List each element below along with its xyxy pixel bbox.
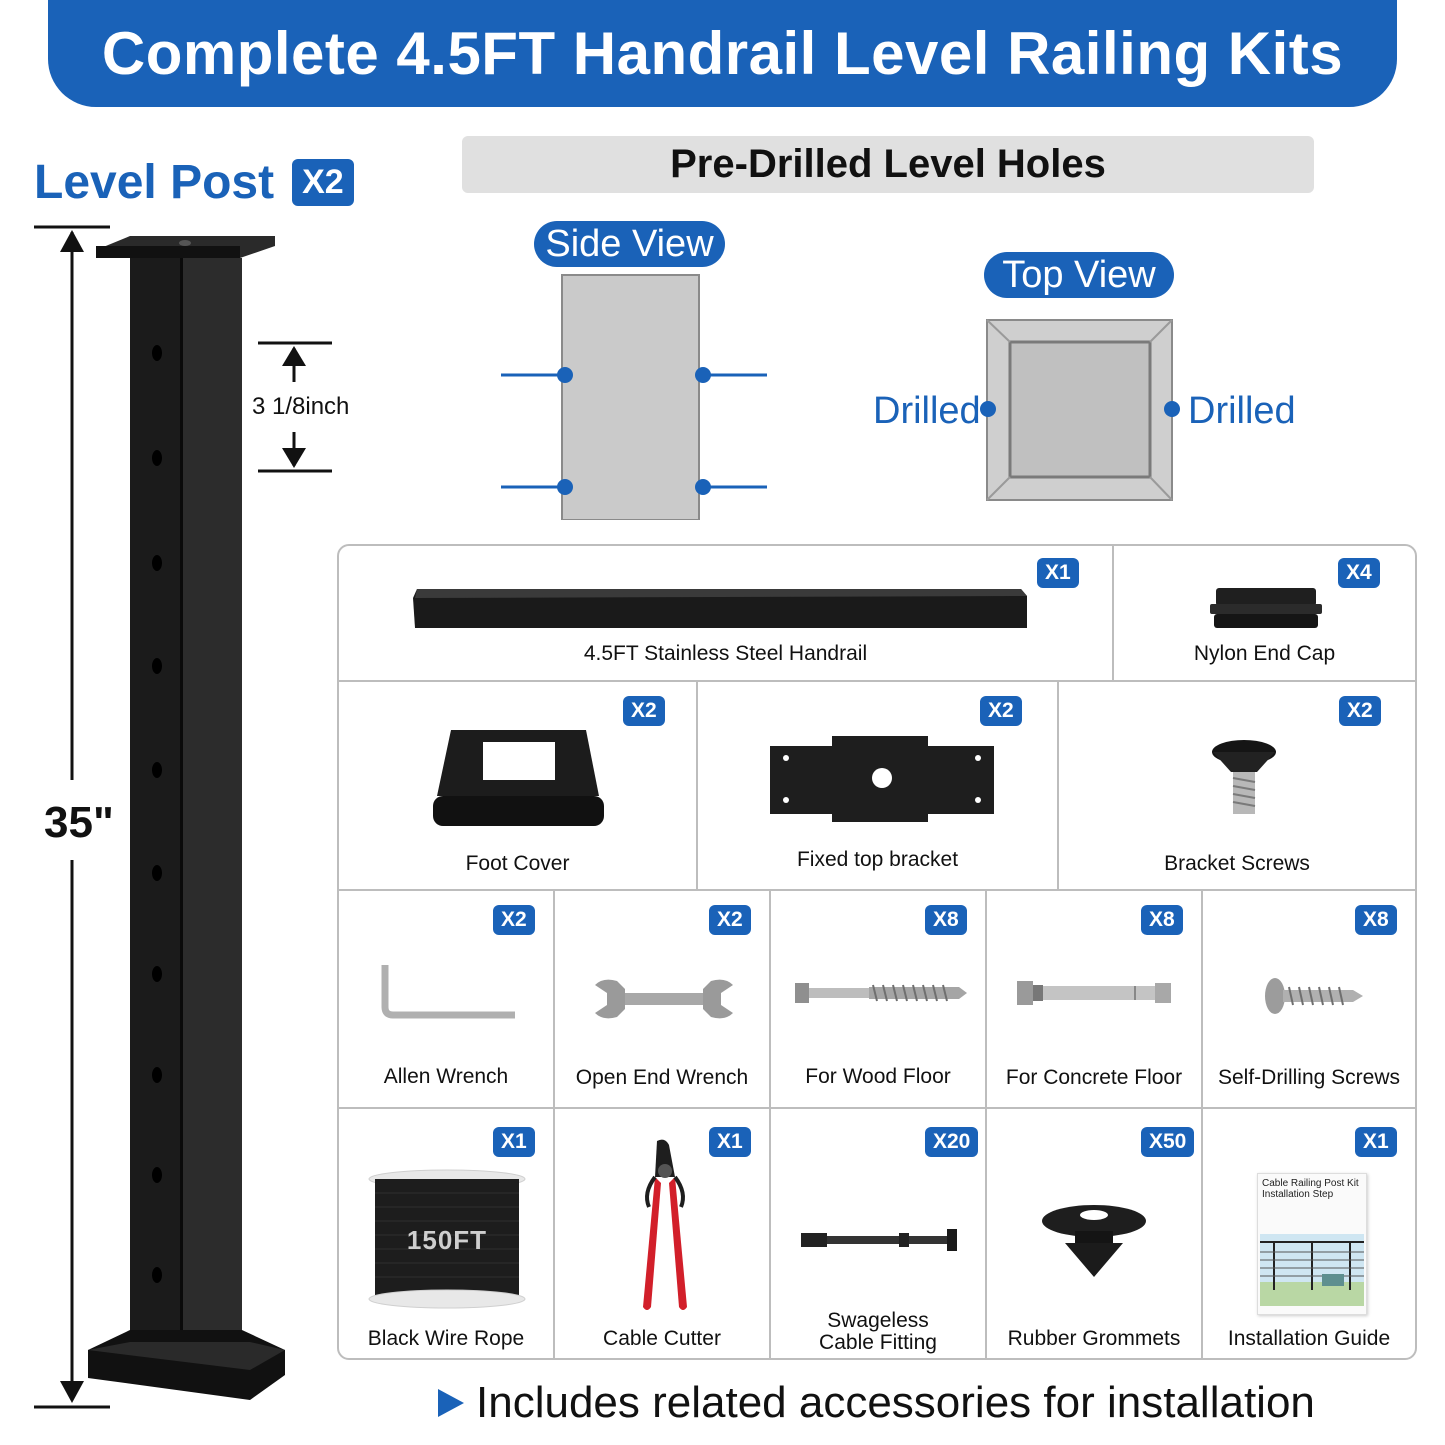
component-wire-rope: X1 150FT Black Wire Rope — [339, 1109, 553, 1359]
component-label: Allen Wrench — [383, 1065, 509, 1088]
page-title: Complete 4.5FT Handrail Level Railing Ki… — [101, 20, 1344, 87]
post-qty-badge: X2 — [292, 159, 354, 206]
hole-spacing-label: 3 1/8inch — [252, 393, 350, 420]
allen-wrench-icon — [381, 965, 515, 1019]
guide-booklet-icon: Cable Railing Post Kit Installation Step — [1257, 1173, 1367, 1315]
height-dimension-line — [34, 225, 110, 1409]
component-end-cap: X4 Nylon End Cap — [1114, 546, 1415, 680]
qty-badge: X50 — [1141, 1127, 1195, 1157]
component-label-line1: Swageless — [827, 1309, 929, 1332]
top-view-diagram — [980, 319, 1180, 501]
component-handrail: X1 4.5FT Stainless Steel Handrail — [339, 546, 1112, 680]
accessories-note-text: Includes related accessories for install… — [476, 1378, 1315, 1427]
anchor-bolt-icon — [1017, 981, 1171, 1005]
guide-title-line2: Installation Step — [1262, 1189, 1334, 1200]
top-bracket-icon — [770, 736, 994, 822]
drilled-label-right: Drilled — [1188, 390, 1296, 432]
qty-badge: X2 — [493, 905, 535, 935]
component-label: Nylon End Cap — [1193, 642, 1336, 665]
components-grid: X1 4.5FT Stainless Steel Handrail X4 Nyl… — [337, 544, 1417, 1360]
component-self-drilling-screw: X8 Self-Drilling Screws — [1203, 891, 1415, 1107]
qty-badge: X8 — [1141, 905, 1183, 935]
handrail-icon — [413, 589, 1027, 628]
component-label: Black Wire Rope — [367, 1327, 525, 1350]
end-cap-icon — [1210, 588, 1322, 628]
qty-badge: X2 — [1339, 696, 1381, 726]
grid-divider — [696, 680, 698, 889]
component-concrete-anchor: X8 For Concrete Floor — [987, 891, 1201, 1107]
cable-fitting-icon — [801, 1229, 957, 1251]
grid-divider — [769, 889, 771, 1359]
qty-badge: X8 — [1355, 905, 1397, 935]
qty-badge: X4 — [1338, 558, 1380, 588]
post-height-label: 35" — [44, 796, 114, 850]
side-view-label: Side View — [534, 221, 725, 267]
post-heading: Level Post X2 — [34, 155, 354, 210]
post-title: Level Post — [34, 156, 275, 209]
drilled-label-left: Drilled — [873, 390, 981, 432]
predrilled-header: Pre-Drilled Level Holes — [462, 136, 1314, 193]
qty-badge: X20 — [925, 1127, 979, 1157]
component-label: Bracket Screws — [1164, 852, 1310, 875]
component-bracket-screws: X2 Bracket Screws — [1059, 682, 1415, 889]
accessories-note: Includes related accessories for install… — [438, 1378, 1315, 1428]
component-label: Cable Cutter — [603, 1327, 721, 1350]
grid-divider — [1057, 680, 1059, 889]
component-top-bracket: X2 Fixed top bracket — [698, 682, 1057, 889]
qty-badge: X2 — [980, 696, 1022, 726]
title-banner: Complete 4.5FT Handrail Level Railing Ki… — [48, 0, 1397, 107]
component-cable-cutter: X1 Cable Cutter — [555, 1109, 769, 1359]
lag-screw-icon — [795, 983, 967, 1003]
component-installation-guide: X1 Cable Railing Post Kit Installation S… — [1203, 1109, 1415, 1359]
component-label: For Wood Floor — [805, 1065, 951, 1088]
component-label: Open End Wrench — [575, 1066, 749, 1089]
component-label: For Concrete Floor — [1005, 1066, 1183, 1089]
component-label-line2: Cable Fitting — [819, 1331, 937, 1354]
foot-cover-icon — [433, 730, 604, 826]
bracket-screw-icon — [1212, 740, 1276, 814]
cable-cutter-icon — [643, 1139, 687, 1310]
side-view-diagram — [501, 274, 767, 520]
component-allen-wrench: X2 Allen Wrench — [339, 891, 553, 1107]
qty-badge: X2 — [709, 905, 751, 935]
component-grommet: X50 Rubber Grommets — [987, 1109, 1201, 1359]
qty-badge: X1 — [1355, 1127, 1397, 1157]
component-label: 4.5FT Stainless Steel Handrail — [583, 642, 868, 665]
guide-title-line1: Cable Railing Post Kit — [1262, 1178, 1359, 1189]
component-wood-floor-screw: X8 For Wood Floor — [771, 891, 985, 1107]
grid-divider — [553, 889, 555, 1359]
grid-divider — [1112, 546, 1114, 680]
grid-divider — [985, 889, 987, 1359]
component-label: Fixed top bracket — [796, 848, 959, 871]
open-end-wrench-icon — [595, 979, 733, 1019]
component-label: Foot Cover — [465, 852, 570, 875]
grid-divider — [339, 1107, 1415, 1109]
play-triangle-icon — [438, 1389, 464, 1417]
spool-length-text: 150FT — [406, 1225, 488, 1255]
wire-rope-spool-icon: 150FT — [367, 1169, 527, 1309]
level-post-illustration — [34, 225, 332, 1409]
component-label: Rubber Grommets — [1007, 1327, 1181, 1350]
top-view-label: Top View — [984, 252, 1174, 298]
qty-badge: X1 — [493, 1127, 535, 1157]
component-open-end-wrench: X2 Open End Wrench — [555, 891, 769, 1107]
component-foot-cover: X2 Foot Cover — [339, 682, 696, 889]
grid-divider — [339, 680, 1415, 682]
component-cable-fitting: X20 Swageless Cable Fitting — [771, 1109, 985, 1359]
self-drilling-screw-icon — [1265, 978, 1363, 1014]
component-label: Installation Guide — [1227, 1327, 1391, 1350]
qty-badge: X8 — [925, 905, 967, 935]
grid-divider — [1201, 889, 1203, 1359]
qty-badge: X1 — [709, 1127, 751, 1157]
grommet-icon — [1042, 1205, 1146, 1277]
grid-divider — [339, 889, 1415, 891]
qty-badge: X1 — [1037, 558, 1079, 588]
qty-badge: X2 — [623, 696, 665, 726]
component-label: Self-Drilling Screws — [1217, 1066, 1401, 1089]
